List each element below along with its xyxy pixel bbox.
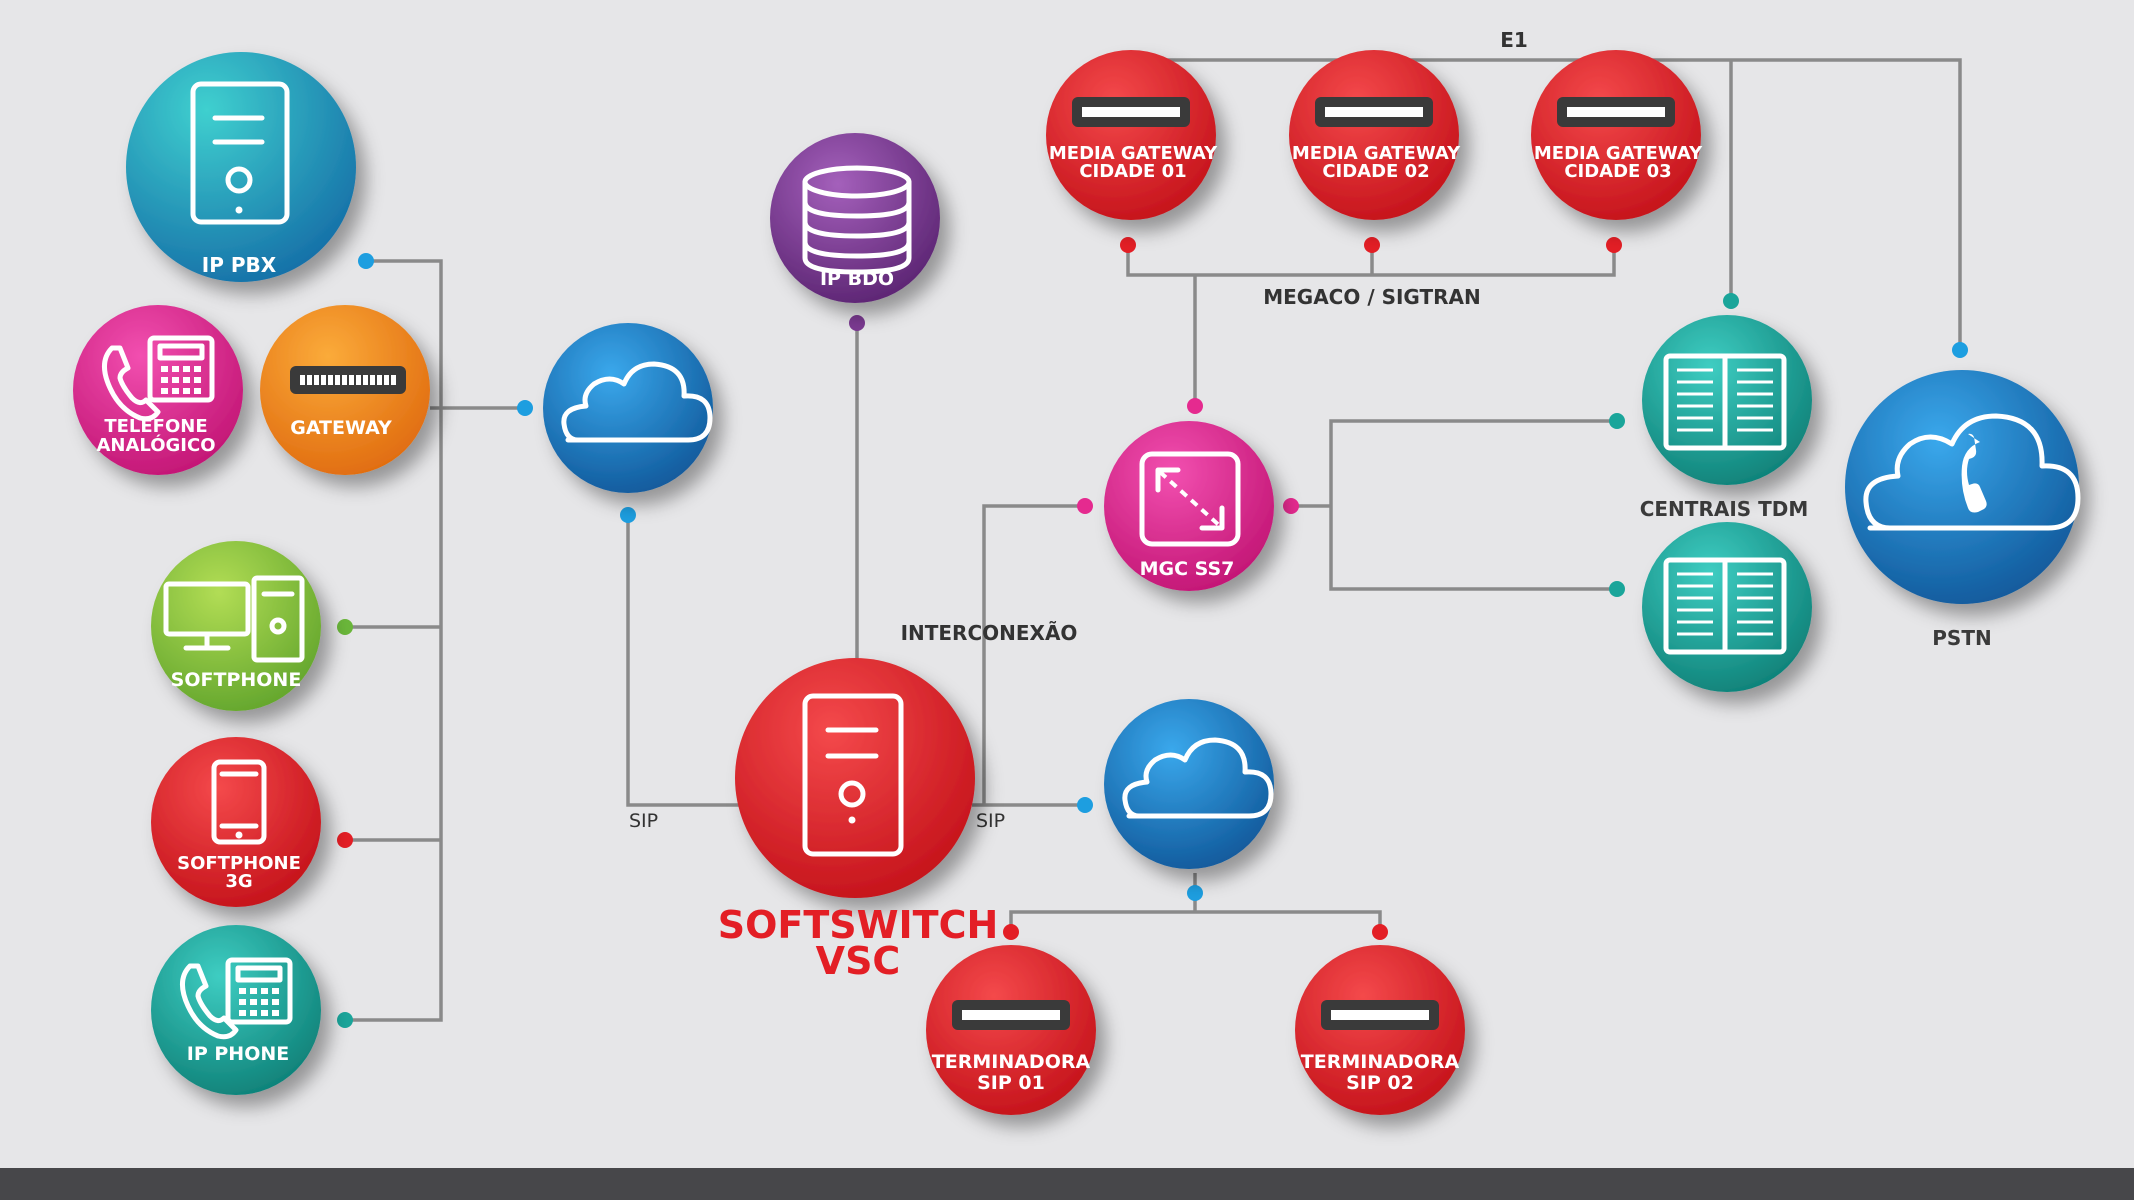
central-tdm-node-top[interactable] <box>1642 315 1812 485</box>
terminadora-01-label-line1: TERMINADORA <box>932 1051 1091 1073</box>
cloud-node-right[interactable] <box>1104 699 1274 869</box>
mgw3-label-line2: CIDADE 03 <box>1564 161 1671 182</box>
gateway-device-icon <box>290 366 406 394</box>
cloud-phone-icon <box>1863 413 2081 531</box>
interconexao-label: INTERCONEXÃO <box>901 621 1078 645</box>
central-tdm-node-bottom[interactable] <box>1642 522 1812 692</box>
gateway-label: GATEWAY <box>290 417 392 439</box>
footer-bar <box>0 1168 2134 1200</box>
softphone-node[interactable]: SOFTPHONE <box>151 541 321 711</box>
terminadora-02-label-line2: SIP 02 <box>1346 1072 1414 1094</box>
resize-arrow-icon <box>1139 451 1241 547</box>
telephone-icon <box>102 335 215 422</box>
gateway-device-icon <box>1072 97 1190 127</box>
mgw2-label-line1: MEDIA GATEWAY <box>1292 143 1461 164</box>
server-icon <box>190 81 290 225</box>
ip-pbx-label: IP PBX <box>202 253 277 277</box>
pstn-node[interactable] <box>1845 370 2081 604</box>
desktop-computer-icon <box>163 575 305 663</box>
book-icon <box>1663 557 1787 655</box>
mgc-label: MGC SS7 <box>1140 558 1235 580</box>
ip-phone-node[interactable]: IP PHONE <box>151 925 321 1095</box>
terminadora-sip-02-node[interactable]: TERMINADORA SIP 02 <box>1295 945 1465 1115</box>
telefone-label-line2: ANALÓGICO <box>96 434 215 456</box>
softswitch-vsc-node[interactable]: SOFTSWITCH VSC <box>718 658 999 983</box>
ip-pbx-node[interactable]: IP PBX <box>126 52 356 282</box>
connector-dots <box>337 237 1968 1028</box>
telefone-analogico-node[interactable]: TELEFONE ANALÓGICO <box>73 305 243 475</box>
terminadora-sip-01-node[interactable]: TERMINADORA SIP 01 <box>926 945 1096 1115</box>
media-gateway-cidade-01-node[interactable]: MEDIA GATEWAY CIDADE 01 <box>1046 50 1218 220</box>
e1-label: E1 <box>1500 28 1528 52</box>
sip-left-label: SIP <box>629 810 658 832</box>
smartphone-icon <box>211 759 267 845</box>
mgw1-label-line2: CIDADE 01 <box>1079 161 1186 182</box>
cloud-icon <box>1122 737 1274 819</box>
mgc-ss7-node[interactable]: MGC SS7 <box>1104 421 1274 591</box>
softphone-3g-label-line2: 3G <box>225 871 252 892</box>
media-gateway-cidade-02-node[interactable]: MEDIA GATEWAY CIDADE 02 <box>1289 50 1461 220</box>
mgw2-label-line2: CIDADE 02 <box>1322 161 1429 182</box>
softphone-label: SOFTPHONE <box>171 669 302 691</box>
softphone-3g-label-line1: SOFTPHONE <box>177 853 301 874</box>
cloud-icon <box>561 361 713 443</box>
terminadora-01-label-line2: SIP 01 <box>977 1072 1045 1094</box>
pstn-label: PSTN <box>1932 626 1991 650</box>
softphone-3g-node[interactable]: SOFTPHONE 3G <box>151 737 321 907</box>
database-icon <box>802 165 912 275</box>
megaco-sigtran-label: MEGACO / SIGTRAN <box>1263 285 1481 309</box>
ip-bdo-label: IP BDO <box>820 268 894 290</box>
ip-phone-label: IP PHONE <box>187 1043 289 1065</box>
telephone-icon <box>180 957 293 1040</box>
mgw1-label-line1: MEDIA GATEWAY <box>1049 143 1218 164</box>
mgw3-label-line1: MEDIA GATEWAY <box>1534 143 1703 164</box>
gateway-device-icon <box>952 1000 1070 1030</box>
centrais-tdm-label: CENTRAIS TDM <box>1640 497 1809 521</box>
softswitch-title-line1: SOFTSWITCH <box>718 903 999 947</box>
cloud-node-left[interactable] <box>543 323 713 493</box>
gateway-device-icon <box>1315 97 1433 127</box>
server-icon <box>802 693 904 857</box>
gateway-node[interactable]: GATEWAY <box>260 305 430 475</box>
ip-bdo-node[interactable]: IP BDO <box>770 133 940 303</box>
gateway-device-icon <box>1321 1000 1439 1030</box>
terminadora-02-label-line1: TERMINADORA <box>1301 1051 1460 1073</box>
softswitch-title-line2: VSC <box>816 939 901 983</box>
book-icon <box>1663 353 1787 451</box>
media-gateway-cidade-03-node[interactable]: MEDIA GATEWAY CIDADE 03 <box>1531 50 1703 220</box>
telefone-label-line1: TELEFONE <box>104 416 207 437</box>
sip-right-label: SIP <box>976 810 1005 832</box>
gateway-device-icon <box>1557 97 1675 127</box>
